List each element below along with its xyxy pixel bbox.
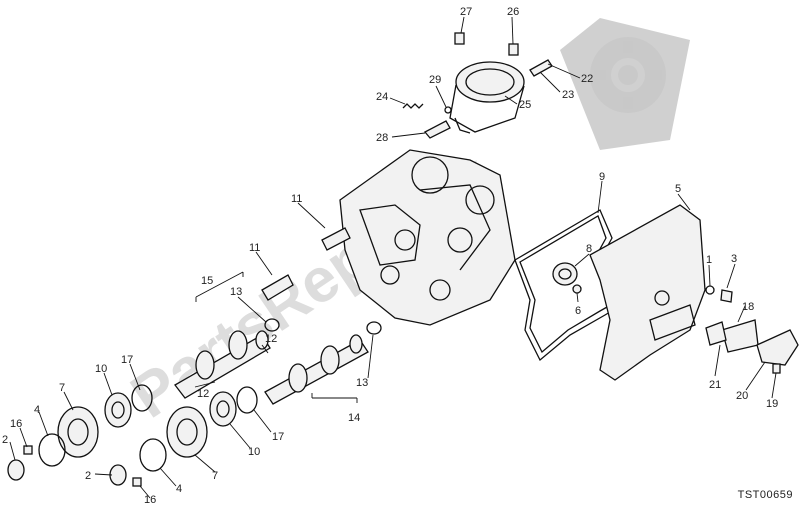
- callout-29: 29: [429, 74, 441, 86]
- callout-2-upper: 2: [2, 434, 8, 446]
- valve-cover: [589, 204, 706, 381]
- callout-13-upper: 13: [230, 286, 242, 298]
- callout-23: 23: [562, 89, 574, 101]
- callout-11-upper: 11: [291, 193, 302, 205]
- bracket-14: [311, 393, 358, 403]
- callout-6: 6: [575, 305, 581, 317]
- bolt-3: [720, 289, 733, 303]
- nut-2-lower: [109, 464, 127, 486]
- callout-21: 21: [709, 379, 721, 391]
- bearing-upper: [104, 392, 132, 428]
- rocker-shaft-lower: [261, 274, 294, 301]
- callout-10-upper: 10: [95, 363, 107, 375]
- spring-24: [402, 103, 424, 109]
- callout-17-lower: 17: [272, 431, 284, 443]
- timing-gear-upper: [57, 406, 99, 458]
- drawing-code: TST00659: [737, 489, 793, 501]
- cover-20: [756, 329, 799, 366]
- sensor-28: [423, 120, 451, 139]
- callout-5: 5: [675, 183, 681, 195]
- washer-1: [705, 285, 715, 295]
- plate-4-lower: [139, 438, 167, 472]
- sensor-21: [705, 321, 727, 346]
- callout-1: 1: [706, 254, 712, 266]
- screw-16-lower: [132, 477, 142, 487]
- washer-17-lower: [236, 386, 258, 414]
- valve-cover-gasket: [514, 209, 631, 362]
- rocker-shaft-upper: [321, 227, 351, 251]
- plug-6: [572, 284, 582, 294]
- callout-12-upper: 12: [265, 333, 277, 345]
- callout-22: 22: [581, 73, 593, 85]
- callout-9: 9: [599, 171, 605, 183]
- oil-seal: [552, 262, 578, 286]
- callout-26: 26: [507, 6, 519, 18]
- sensor-18: [721, 319, 759, 353]
- callout-18: 18: [742, 301, 754, 313]
- callout-13-lower: 13: [356, 377, 368, 389]
- screw-16-upper: [23, 445, 33, 455]
- nut-2-upper: [7, 459, 25, 481]
- cylinder-head: [339, 149, 516, 326]
- callout-16-lower: 16: [144, 494, 156, 506]
- callout-labels: 27 26 22 29 24 25 23 28 9 5 11 11 8 1 3 …: [2, 6, 778, 506]
- bracket-15: [195, 271, 244, 302]
- callout-20: 20: [736, 390, 748, 402]
- callout-4-lower: 4: [176, 483, 182, 495]
- callout-28: 28: [376, 132, 388, 144]
- callout-17-upper: 17: [121, 354, 133, 366]
- camshaft-lower: [264, 334, 369, 405]
- watermark-shape: [560, 18, 690, 150]
- callout-4-upper: 4: [34, 404, 40, 416]
- bearing-lower: [209, 391, 237, 427]
- washer-17-upper: [131, 384, 153, 412]
- callout-7-upper: 7: [59, 382, 65, 394]
- leader-lines: [9, 16, 777, 499]
- plate-4-upper: [38, 433, 66, 467]
- plug-13-lower: [366, 321, 382, 335]
- callout-16-upper: 16: [10, 418, 22, 430]
- callout-7-lower: 7: [212, 470, 218, 482]
- screw-26: [508, 43, 519, 56]
- callout-10-lower: 10: [248, 446, 260, 458]
- callout-3: 3: [731, 253, 737, 265]
- callout-25: 25: [519, 99, 531, 111]
- plug-13-upper: [264, 318, 280, 332]
- clip-29: [444, 106, 452, 114]
- screw-27: [454, 32, 465, 45]
- callout-19: 19: [766, 398, 778, 410]
- callout-12-lower: 12: [197, 388, 209, 400]
- callout-15: 15: [201, 275, 213, 287]
- callout-14: 14: [348, 412, 360, 424]
- timing-gear-lower: [166, 406, 208, 458]
- intake-throttle-body: [449, 61, 525, 134]
- camshaft-upper: [174, 330, 271, 399]
- screw-19: [772, 363, 781, 374]
- callout-8: 8: [586, 243, 592, 255]
- callout-11-lower: 11: [249, 242, 260, 254]
- callout-24: 24: [376, 91, 388, 103]
- callout-27: 27: [460, 6, 472, 18]
- callout-2-lower: 2: [85, 470, 91, 482]
